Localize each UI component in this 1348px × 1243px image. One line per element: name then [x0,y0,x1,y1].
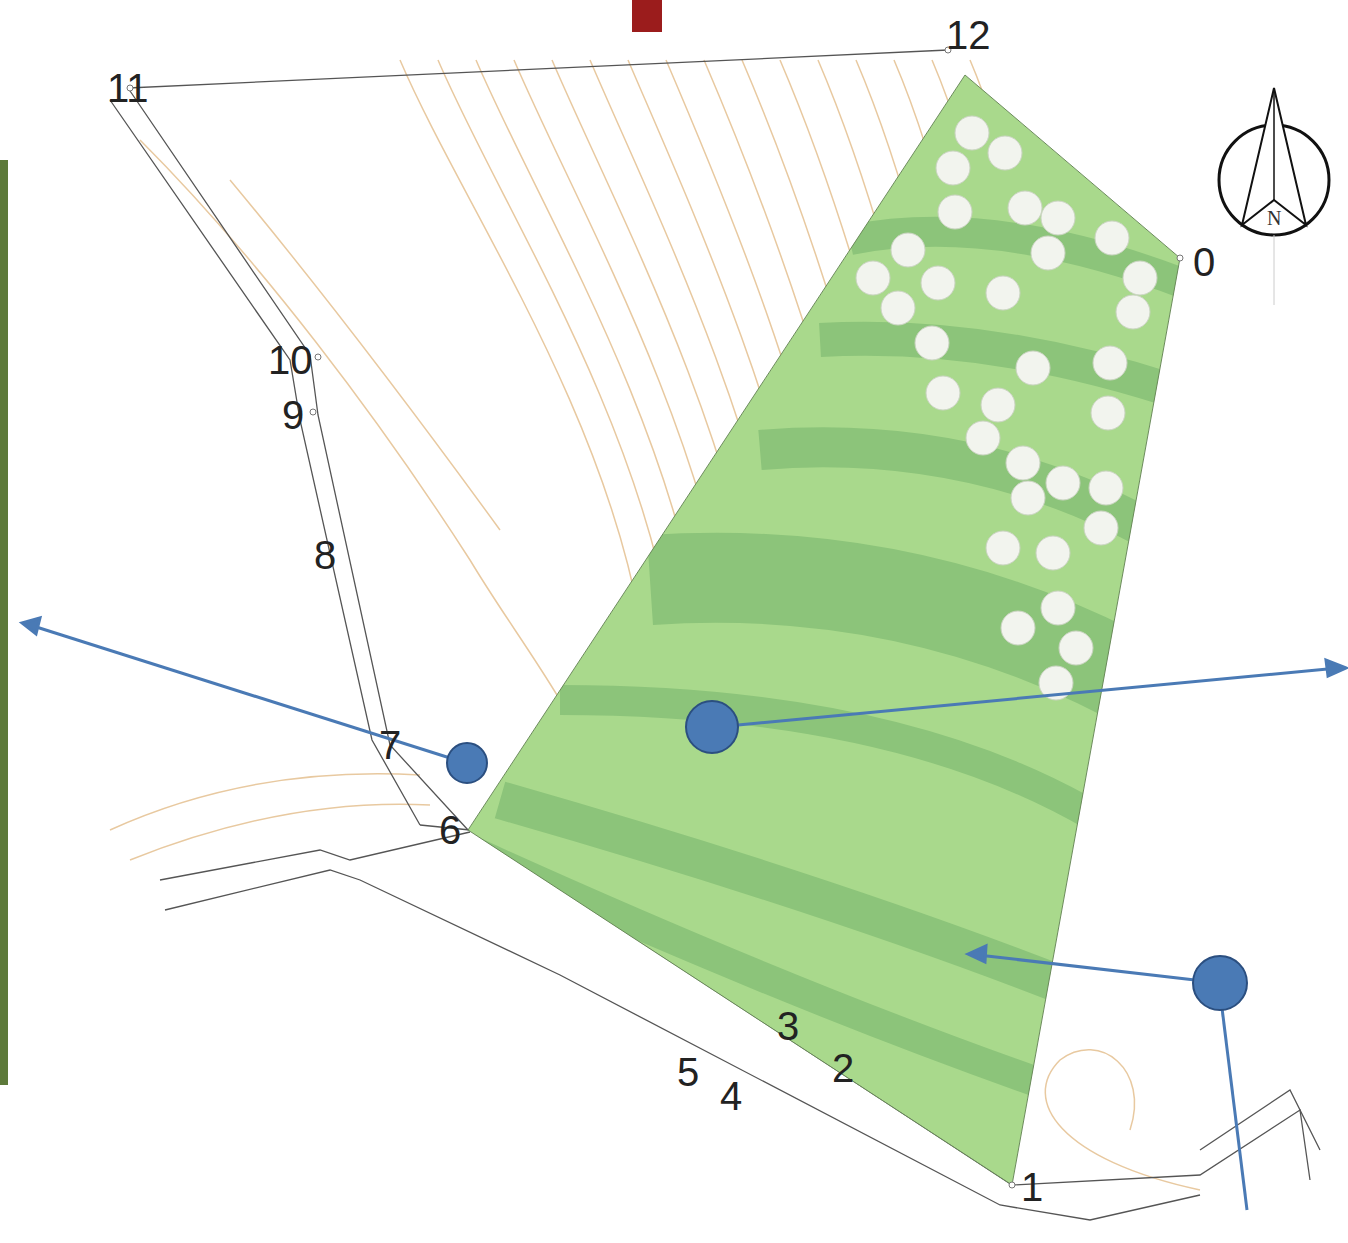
tree-symbol [1006,446,1040,480]
point-number: 1 [1021,1167,1043,1207]
tree-symbol [1095,221,1129,255]
contour-line [400,60,640,620]
tree-symbol [988,136,1022,170]
tree-symbol [1093,346,1127,380]
tree-symbol [986,531,1020,565]
tree-symbol [915,326,949,360]
site-boundary [468,75,1180,1185]
photo-pointers [22,618,1346,1210]
point-number: 9 [282,395,304,435]
tree-symbol [955,116,989,150]
tree-symbol [1031,236,1065,270]
tree-symbol [1001,611,1035,645]
tree-symbol [981,388,1015,422]
tree-symbol [986,276,1020,310]
tree-symbol [1091,396,1125,430]
site-area [468,75,1200,1185]
tree-symbol [1116,295,1150,329]
tree-symbol [1041,201,1075,235]
title-fragment [632,0,662,32]
tree-symbol [1041,591,1075,625]
tree-symbol [891,233,925,267]
point-number: 6 [439,810,461,850]
north-arrow [1219,88,1329,305]
tree-symbol [1008,191,1042,225]
tree-symbol [1036,536,1070,570]
tree-symbol [1059,631,1093,665]
tree-symbol [921,266,955,300]
contour-line [438,60,670,620]
tree-symbol [1089,471,1123,505]
survey-lines [110,50,1320,1220]
point-number: 7 [379,725,401,765]
point-number: 12 [946,15,991,55]
tree-symbol [1011,481,1045,515]
point-number: 10 [268,340,313,380]
tree-symbol [938,195,972,229]
photo-edge [0,160,8,1085]
tree-symbol [881,291,915,325]
vegetation-band [470,850,1060,1090]
point-number: 2 [832,1048,854,1088]
tree-symbol [1016,351,1050,385]
tree-symbol [926,376,960,410]
tree-symbol [856,261,890,295]
tree-symbol [1046,466,1080,500]
vegetation-band [820,339,1200,400]
point-number: 4 [720,1076,742,1116]
point-number: 5 [677,1052,699,1092]
tree-symbol [936,151,970,185]
point-number: 8 [314,535,336,575]
tree-symbol [966,421,1000,455]
tree-symbol [1084,511,1118,545]
point-number: 0 [1193,242,1215,282]
survey-points [127,47,1183,1188]
point-number: 3 [777,1006,799,1046]
tree-symbol [1123,261,1157,295]
vegetation-band [560,700,1100,820]
contour-lines [110,60,1200,1190]
north-letter: N [1267,208,1281,228]
point-number: 11 [107,68,149,108]
